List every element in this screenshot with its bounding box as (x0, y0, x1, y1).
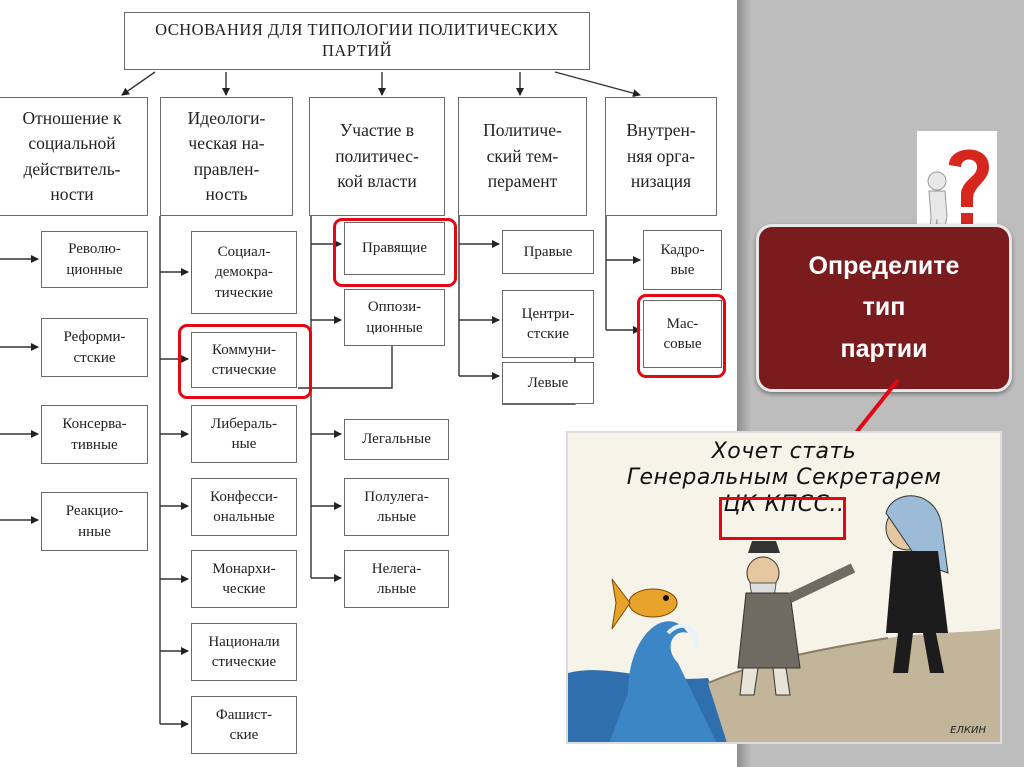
cartoon-signature: ЕЛКИН (950, 725, 986, 736)
cartoon-image: Хочет стать Генеральным Секретарем ЦК КП… (566, 431, 1002, 744)
highlight-communist (178, 324, 312, 399)
callout-determine-party-type: Определите тип партии (756, 224, 1012, 392)
category-power-participation: Участие в политичес- кой власти (309, 97, 445, 216)
diagram-title: ОСНОВАНИЯ ДЛЯ ТИПОЛОГИИ ПОЛИТИЧЕСКИХ ПАР… (124, 12, 590, 70)
item-mass: Мас- совые (643, 300, 722, 368)
item-monarchist: Монархи- ческие (191, 550, 297, 608)
item-illegal: Нелега- льные (344, 550, 449, 608)
item-liberal: Либераль- ные (191, 405, 297, 463)
category-temperament: Политиче- ский тем- перамент (458, 97, 587, 216)
highlight-mass (637, 294, 726, 378)
item-reformist: Реформи- стские (41, 318, 148, 377)
item-opposition: Оппози- ционные (344, 289, 445, 346)
item-ruling: Правящие (344, 222, 445, 275)
highlight-ruling (333, 218, 457, 287)
cartoon-caption: Хочет стать Генеральным Секретарем ЦК КП… (626, 439, 942, 517)
item-semi-legal: Полулега- льные (344, 478, 449, 536)
item-conservative: Консерва- тивные (41, 405, 148, 464)
category-social-attitude: Отношение к социальной действитель- ност… (0, 97, 148, 216)
item-cadre: Кадро- вые (643, 230, 722, 290)
item-right: Правые (502, 230, 594, 274)
item-reactionary: Реакцио- нные (41, 492, 148, 551)
question-mark-figure-icon (917, 131, 997, 239)
item-centrist: Центри- стские (502, 290, 594, 358)
item-revolutionary: Револю- ционные (41, 231, 148, 288)
category-organization: Внутрен- няя орга- низация (605, 97, 717, 216)
category-ideology: Идеологи- ческая на- правлен- ность (160, 97, 293, 216)
connector-lines (0, 71, 641, 728)
item-social-democratic: Социал- демокра- тические (191, 231, 297, 314)
item-left: Левые (502, 362, 594, 404)
item-communist: Коммуни- стические (191, 332, 297, 388)
item-nationalist: Национали стические (191, 623, 297, 681)
highlight-kpss (719, 497, 846, 540)
item-legal: Легальные (344, 419, 449, 460)
item-fascist: Фашист- ские (191, 696, 297, 754)
item-confessional: Конфесси- ональные (191, 478, 297, 536)
